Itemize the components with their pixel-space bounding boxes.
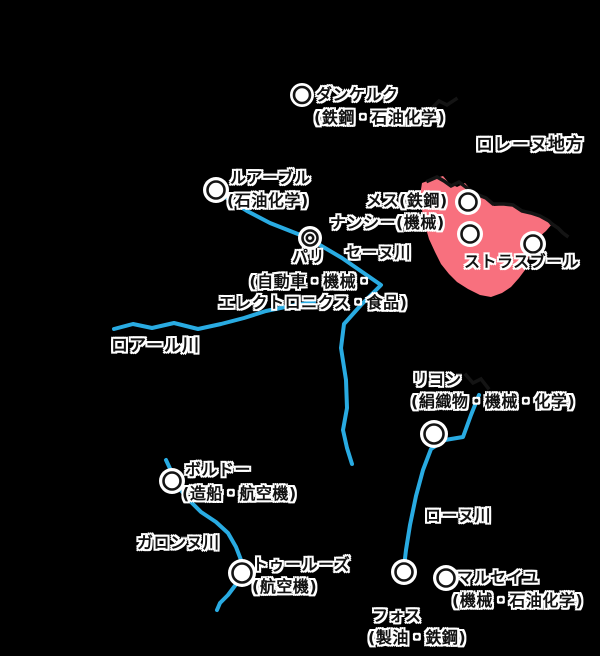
- border-dunkerque: [429, 96, 459, 111]
- lorraine-region-shape: [420, 176, 552, 297]
- border-rhine: [549, 221, 570, 239]
- label-dunkerque: ダンケルク: [316, 85, 399, 104]
- label-fos-industries: (製油・鉄鋼): [368, 628, 467, 647]
- label-lyon: リヨン: [412, 370, 462, 389]
- marker-dot: [292, 85, 312, 105]
- marker-dot: [394, 562, 414, 582]
- label-marseille: マルセイユ: [457, 568, 540, 587]
- marker-dot: [423, 423, 445, 445]
- marker-dot: [231, 562, 253, 584]
- marker-dot: [436, 568, 456, 588]
- label-metz: メス(鉄鋼): [366, 191, 448, 210]
- marker-dot: [523, 234, 543, 254]
- label-seine-river: セーヌ川: [345, 243, 412, 262]
- label-strasbourg: ストラスブール: [464, 252, 580, 271]
- label-garonne-river: ガロンヌ川: [137, 533, 220, 552]
- rivers: [112, 193, 481, 612]
- marker-marseille: [433, 565, 459, 591]
- rhone-river-line: [402, 393, 481, 569]
- label-le-havre-industries: (石油化学): [227, 191, 309, 210]
- marker-paris: [298, 226, 322, 250]
- garonne-river-line: [164, 458, 244, 612]
- marker-toulouse: [228, 559, 256, 587]
- seine-river-line: [220, 193, 383, 466]
- label-paris-industries-2: エレクトロニクス・食品): [218, 293, 408, 312]
- border-lyon-east: [463, 372, 491, 391]
- label-paris-industries-1: (自動車・機械・: [249, 272, 373, 291]
- marker-fos: [391, 559, 417, 585]
- city-markers: [159, 83, 546, 591]
- label-bordeaux: ボルドー: [185, 460, 252, 479]
- marker-dot: [458, 192, 478, 212]
- label-le-havre: ルアーブル: [230, 168, 311, 187]
- label-bordeaux-industries: (造船・航空機): [182, 484, 297, 503]
- label-toulouse: トゥールーズ: [252, 555, 351, 574]
- marker-dot: [206, 180, 226, 200]
- label-lyon-industries: (絹織物・機械・化学): [411, 392, 576, 411]
- marker-dot: [162, 471, 182, 491]
- loire-river-line: [112, 300, 316, 331]
- marker-strasbourg: [520, 231, 546, 257]
- label-nancy: ナンシー(機械): [330, 213, 445, 232]
- marker-le-havre: [203, 177, 229, 203]
- label-loire-river: ロアール川: [111, 336, 200, 356]
- marker-nancy: [457, 221, 483, 247]
- marker-dot: [460, 224, 480, 244]
- border-lorraine-north: [425, 175, 555, 227]
- label-rhone-river: ローヌ川: [425, 506, 492, 525]
- label-lorraine-region: ロレーヌ地方: [476, 135, 584, 155]
- label-toulouse-industries: (航空機): [252, 577, 318, 596]
- label-fos: フォス: [372, 606, 422, 625]
- marker-lyon: [420, 420, 448, 448]
- marker-inner-ring: [305, 233, 315, 243]
- label-paris: パリ: [292, 247, 326, 266]
- marker-metz: [455, 189, 481, 215]
- label-marseille-industries: (機械・石油化学): [452, 591, 584, 610]
- marker-bordeaux: [159, 468, 185, 494]
- label-dunkerque-industries: (鉄鋼・石油化学): [314, 108, 446, 127]
- marker-dunkerque: [290, 83, 314, 107]
